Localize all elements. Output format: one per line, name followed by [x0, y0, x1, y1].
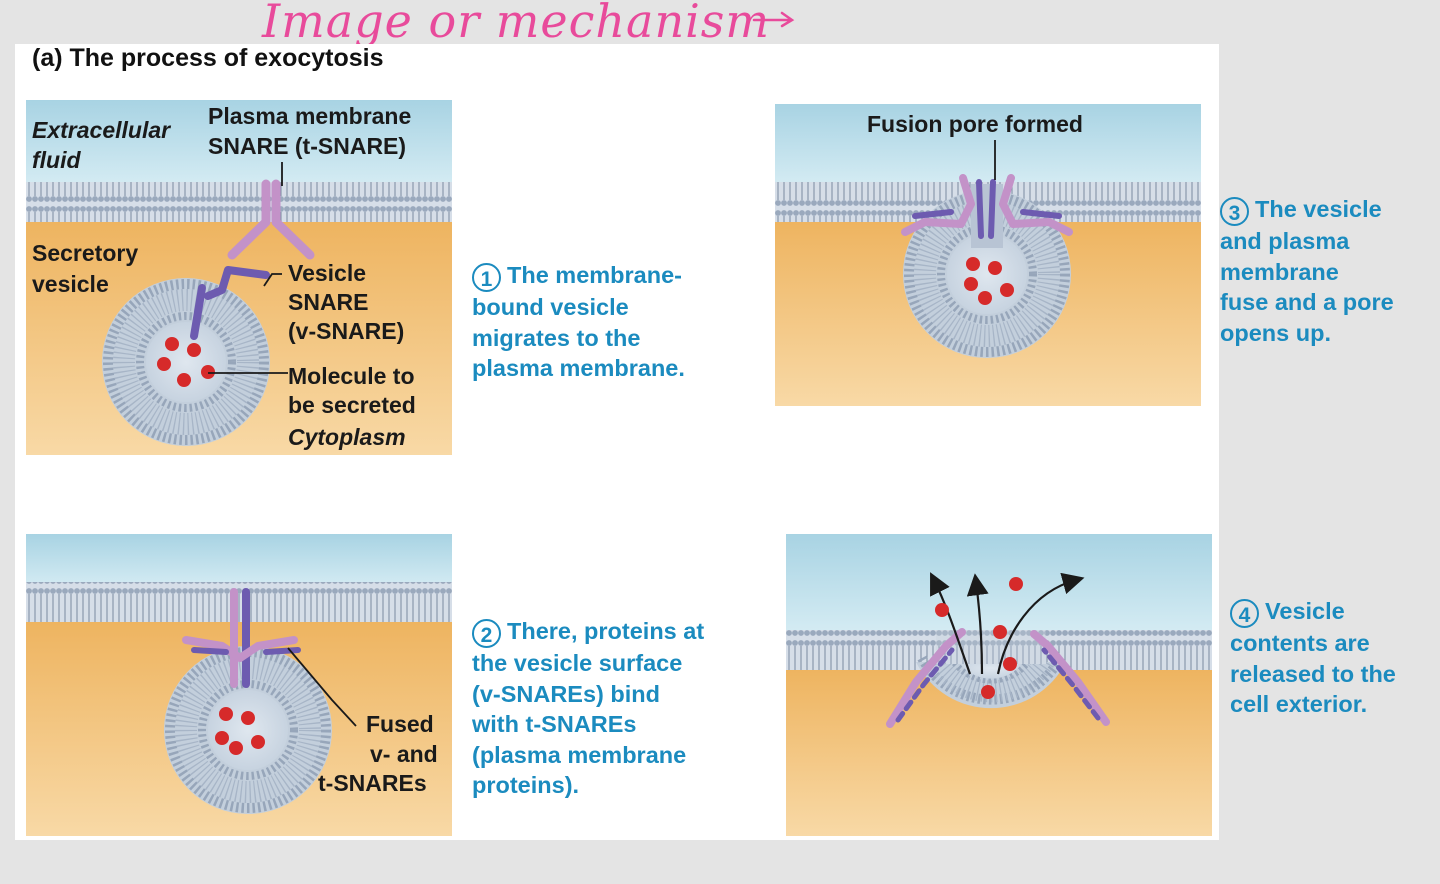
panel-step-2: Fused v- and t-SNAREs: [26, 534, 452, 836]
fused-snares-label-2: v- and: [370, 741, 438, 767]
panel-4-illustration: [786, 534, 1212, 836]
panel-step-3: Fusion pore formed: [775, 104, 1201, 406]
fusion-pore-snares: [901, 174, 1073, 239]
handwritten-annotation: Image or mechanism: [262, 0, 771, 48]
fusing-vesicle: [903, 184, 1071, 358]
t-snare-label-1: Plasma membrane: [208, 103, 412, 129]
panel-2-illustration: [26, 534, 452, 836]
v-snare-label-3: (v-SNARE): [288, 318, 405, 344]
released-molecules: [935, 577, 1023, 699]
secreted-molecules: [157, 337, 215, 387]
v-snare-protein: [190, 266, 270, 340]
fused-snares-label-1: Fused: [366, 711, 434, 737]
fusion-pore-label: Fusion pore formed: [867, 111, 1083, 137]
fused-snare-complex: [182, 588, 301, 688]
plasma-membrane: [26, 582, 452, 622]
secreted-molecules: [964, 257, 1014, 305]
step-3-number: 3: [1220, 197, 1249, 226]
extracellular-fluid-label: Extracellular: [32, 117, 171, 143]
release-arrows: [930, 572, 1085, 675]
secretory-vesicle-label-2: vesicle: [32, 271, 109, 297]
cytoplasm-label: Cytoplasm: [288, 424, 406, 450]
molecule-label-1: Molecule to: [288, 363, 415, 389]
step-4-number: 4: [1230, 599, 1259, 628]
t-snare-protein: [227, 179, 315, 260]
panel-step-1: Extracellular fluid Plasma membrane SNAR…: [26, 100, 452, 455]
secreted-molecules: [215, 707, 265, 755]
step-2-number: 2: [472, 619, 501, 648]
secretory-vesicle: [102, 278, 270, 446]
panel-1-illustration: [26, 100, 452, 455]
molecule-label-2: be secreted: [288, 392, 416, 418]
extracellular-region: [26, 100, 452, 190]
fused-snares-label-3: t-SNAREs: [318, 770, 427, 796]
plasma-membrane: [26, 182, 452, 222]
panel-3-illustration: [775, 104, 1201, 406]
secretory-vesicle-label-1: Secretory: [32, 240, 139, 266]
annotation-arrow-icon: [752, 11, 795, 28]
t-snare-label-2: SNARE (t-SNARE): [208, 133, 407, 159]
extracellular-fluid-label-2: fluid: [32, 147, 81, 173]
v-snare-label-1: Vesicle: [288, 260, 367, 286]
step-1-number: 1: [472, 263, 501, 292]
panel-step-4: [786, 534, 1212, 836]
spread-snares: [886, 628, 1110, 728]
figure-title: (a) The process of exocytosis: [32, 44, 384, 72]
docked-vesicle: [164, 646, 332, 814]
v-snare-label-2: SNARE: [288, 289, 369, 315]
